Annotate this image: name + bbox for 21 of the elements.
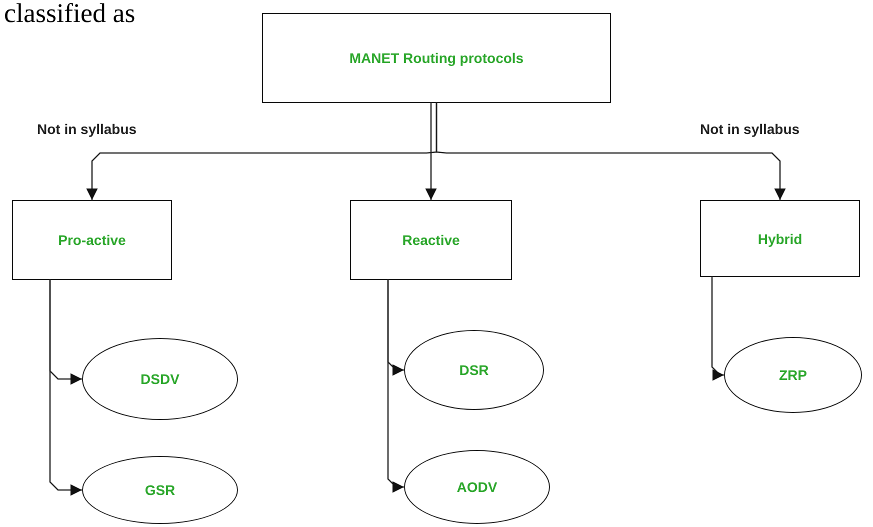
- arrow: [436, 103, 786, 200]
- category-box: [350, 200, 512, 280]
- root-box: [262, 13, 611, 103]
- node-label: Reactive: [402, 232, 460, 248]
- node-label: Pro-active: [58, 232, 126, 248]
- category-box: [700, 200, 860, 277]
- heading-text: classified as: [4, 0, 136, 29]
- node-label: Hybrid: [758, 230, 802, 246]
- node-label: DSR: [459, 362, 489, 378]
- category-box: [12, 200, 172, 280]
- node-label: AODV: [456, 479, 498, 495]
- note-text: Not in syllabus: [700, 121, 800, 137]
- node-label: ZRP: [779, 367, 807, 383]
- node-label: GSR: [144, 482, 176, 498]
- node-label: DSDV: [140, 371, 180, 387]
- arrow: [387, 280, 404, 493]
- arrow: [425, 103, 437, 200]
- arrow: [49, 280, 82, 496]
- note-text: Not in syllabus: [37, 121, 137, 137]
- node-label: MANET Routing protocols: [349, 50, 524, 66]
- arrow: [711, 277, 724, 381]
